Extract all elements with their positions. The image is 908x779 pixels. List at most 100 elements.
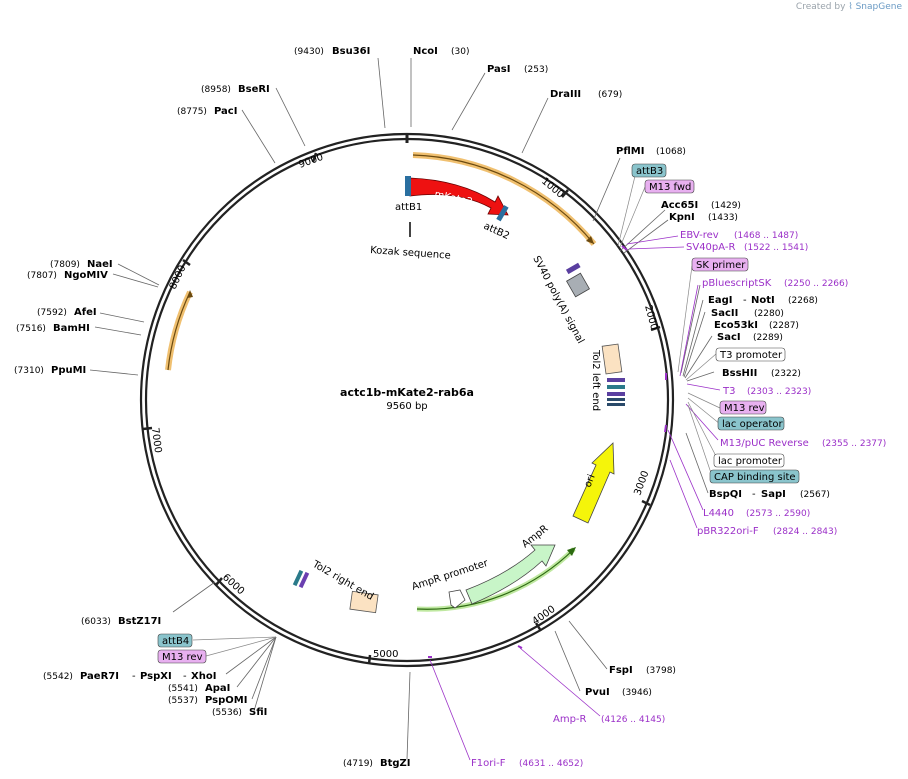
boxed-feature-label: M13 rev	[162, 652, 203, 663]
enzyme-pos: (5537)	[168, 696, 198, 706]
tol2-marker	[607, 392, 625, 396]
tol2-right-marker	[292, 569, 304, 587]
svg-text:-: -	[183, 671, 187, 682]
enzyme-name: Bsu36I	[332, 46, 370, 57]
enzyme-name: Acc65I	[661, 200, 698, 211]
arc-arrowhead-icon	[567, 547, 576, 556]
enzyme-pos: (3798)	[646, 666, 676, 676]
enzyme-pos: (2287)	[769, 321, 799, 331]
snapgene-watermark: Created by ⌇ SnapGene	[795, 2, 902, 12]
enzyme-name: SfiI	[249, 707, 267, 718]
ruler-tick-label: 5000	[373, 649, 398, 660]
boxed-features: attB3 M13 fwd SK primer T3 promoter M13 …	[157, 163, 800, 664]
ori-label: ori	[583, 473, 598, 489]
enzyme-name: BtgZI	[380, 758, 411, 769]
boxed-feature-label: lac promoter	[718, 456, 783, 467]
arc-arrowhead-icon	[586, 236, 594, 244]
enzyme-pos: (1433)	[708, 213, 738, 223]
primer-name: SV40pA-R	[686, 242, 735, 253]
enzyme-name: BamHI	[53, 323, 90, 334]
feature-arc-orange-line	[412, 154, 595, 245]
snapgene-logo-icon: ⌇	[848, 2, 853, 12]
enzyme-name: SacI	[717, 332, 741, 343]
ruler-tick-label: 4000	[530, 604, 557, 628]
enzyme-name: PvuI	[585, 687, 610, 698]
enzyme-pos: (253)	[524, 65, 548, 75]
attb2-label: attB2	[482, 221, 511, 242]
tol2-left-label: Tol2 left end	[590, 349, 601, 411]
svg-text:-: -	[743, 295, 747, 306]
primer-labels: EBV-rev (1468 .. 1487) SV40pA-R (1522 ..…	[471, 230, 886, 769]
tol2-marker	[607, 385, 625, 389]
boxed-feature-label: T3 promoter	[719, 350, 783, 361]
sv40-marker	[565, 262, 581, 275]
enzyme-leaders	[89, 57, 715, 760]
primer-range: (4631 .. 4652)	[519, 759, 583, 769]
boxed-feature-label: SK primer	[696, 260, 746, 271]
primer-range: (2250 .. 2266)	[784, 279, 848, 289]
enzyme-pos: (5536)	[212, 708, 242, 718]
primer-range: (1522 .. 1541)	[744, 243, 808, 253]
tol2-left-feature	[601, 343, 623, 375]
enzyme-pos: (5542)	[43, 672, 73, 682]
boxed-feature-label: attB4	[162, 636, 189, 647]
enzyme-pos: (6033)	[81, 617, 111, 627]
enzyme-name: FspI	[609, 665, 633, 676]
enzyme-name: BseRI	[238, 84, 270, 95]
enzyme-pos: (3946)	[622, 688, 652, 698]
enzyme-name: NotI	[751, 295, 775, 306]
enzyme-pos: (1068)	[656, 147, 686, 157]
enzyme-pos: (2567)	[800, 490, 830, 500]
ampr-feature	[465, 544, 556, 605]
feature-arc-orange-left	[165, 290, 193, 371]
primer-name: M13/pUC Reverse	[720, 438, 809, 449]
box-leaders	[192, 171, 721, 657]
attb1-label: attB1	[395, 202, 422, 213]
svg-text:-: -	[752, 489, 756, 500]
kozak-label: Kozak sequence	[370, 245, 451, 262]
ruler-tick-label: 9000	[297, 152, 325, 171]
primer-range: (1468 .. 1487)	[734, 231, 798, 241]
enzyme-name: SapI	[761, 489, 786, 500]
boxed-feature-label: M13 rev	[724, 403, 765, 414]
enzyme-pos: (7592)	[37, 308, 67, 318]
primer-range: (2573 .. 2590)	[746, 509, 810, 519]
ruler: 9000 1000 2000 3000 4000 5000 6000 7000 …	[142, 134, 661, 665]
enzyme-pos: (8958)	[201, 85, 231, 95]
ruler-tick-label: 7000	[149, 427, 163, 454]
ori-feature	[572, 442, 615, 524]
enzyme-name: BspQI	[709, 489, 742, 500]
enzyme-labels: (9430) Bsu36I NcoI (30) PasI (253) DraII…	[14, 46, 830, 769]
primer-range: (2824 .. 2843)	[773, 527, 837, 537]
enzyme-name: SacII	[711, 308, 738, 319]
enzyme-name: ApaI	[205, 683, 230, 694]
primer-name: L4440	[703, 508, 734, 519]
boxed-feature-label: M13 fwd	[649, 182, 691, 193]
enzyme-pos: (2289)	[753, 333, 783, 343]
primer-name: F1ori-F	[471, 758, 506, 769]
primer-leaders	[429, 235, 721, 761]
primer-ticks	[428, 245, 667, 658]
enzyme-pos: (7809)	[50, 260, 80, 270]
primer-name: EBV-rev	[680, 230, 719, 241]
arc-arrowhead-icon	[187, 290, 193, 298]
sv40-feature	[566, 272, 590, 298]
enzyme-name: BssHII	[722, 368, 757, 379]
primer-name: pBluescriptSK	[702, 278, 772, 289]
enzyme-name: PspOMI	[205, 695, 247, 706]
enzyme-name: NcoI	[413, 46, 438, 57]
ampr-promoter-feature	[448, 589, 466, 609]
enzyme-pos: (4719)	[343, 759, 373, 769]
ruler-tick-label: 3000	[632, 469, 651, 497]
enzyme-name: NgoMIV	[64, 270, 108, 281]
enzyme-name: DraIII	[550, 89, 581, 100]
primer-range: (2355 .. 2377)	[822, 439, 886, 449]
enzyme-pos: (2280)	[754, 309, 784, 319]
enzyme-pos: (9430)	[294, 47, 324, 57]
plasmid-size: 9560 bp	[386, 401, 427, 412]
tol2-marker	[607, 378, 625, 382]
enzyme-name: KpnI	[669, 212, 695, 223]
enzyme-pos: (1429)	[711, 201, 741, 211]
enzyme-pos: (679)	[598, 90, 622, 100]
enzyme-name: PasI	[487, 64, 510, 75]
